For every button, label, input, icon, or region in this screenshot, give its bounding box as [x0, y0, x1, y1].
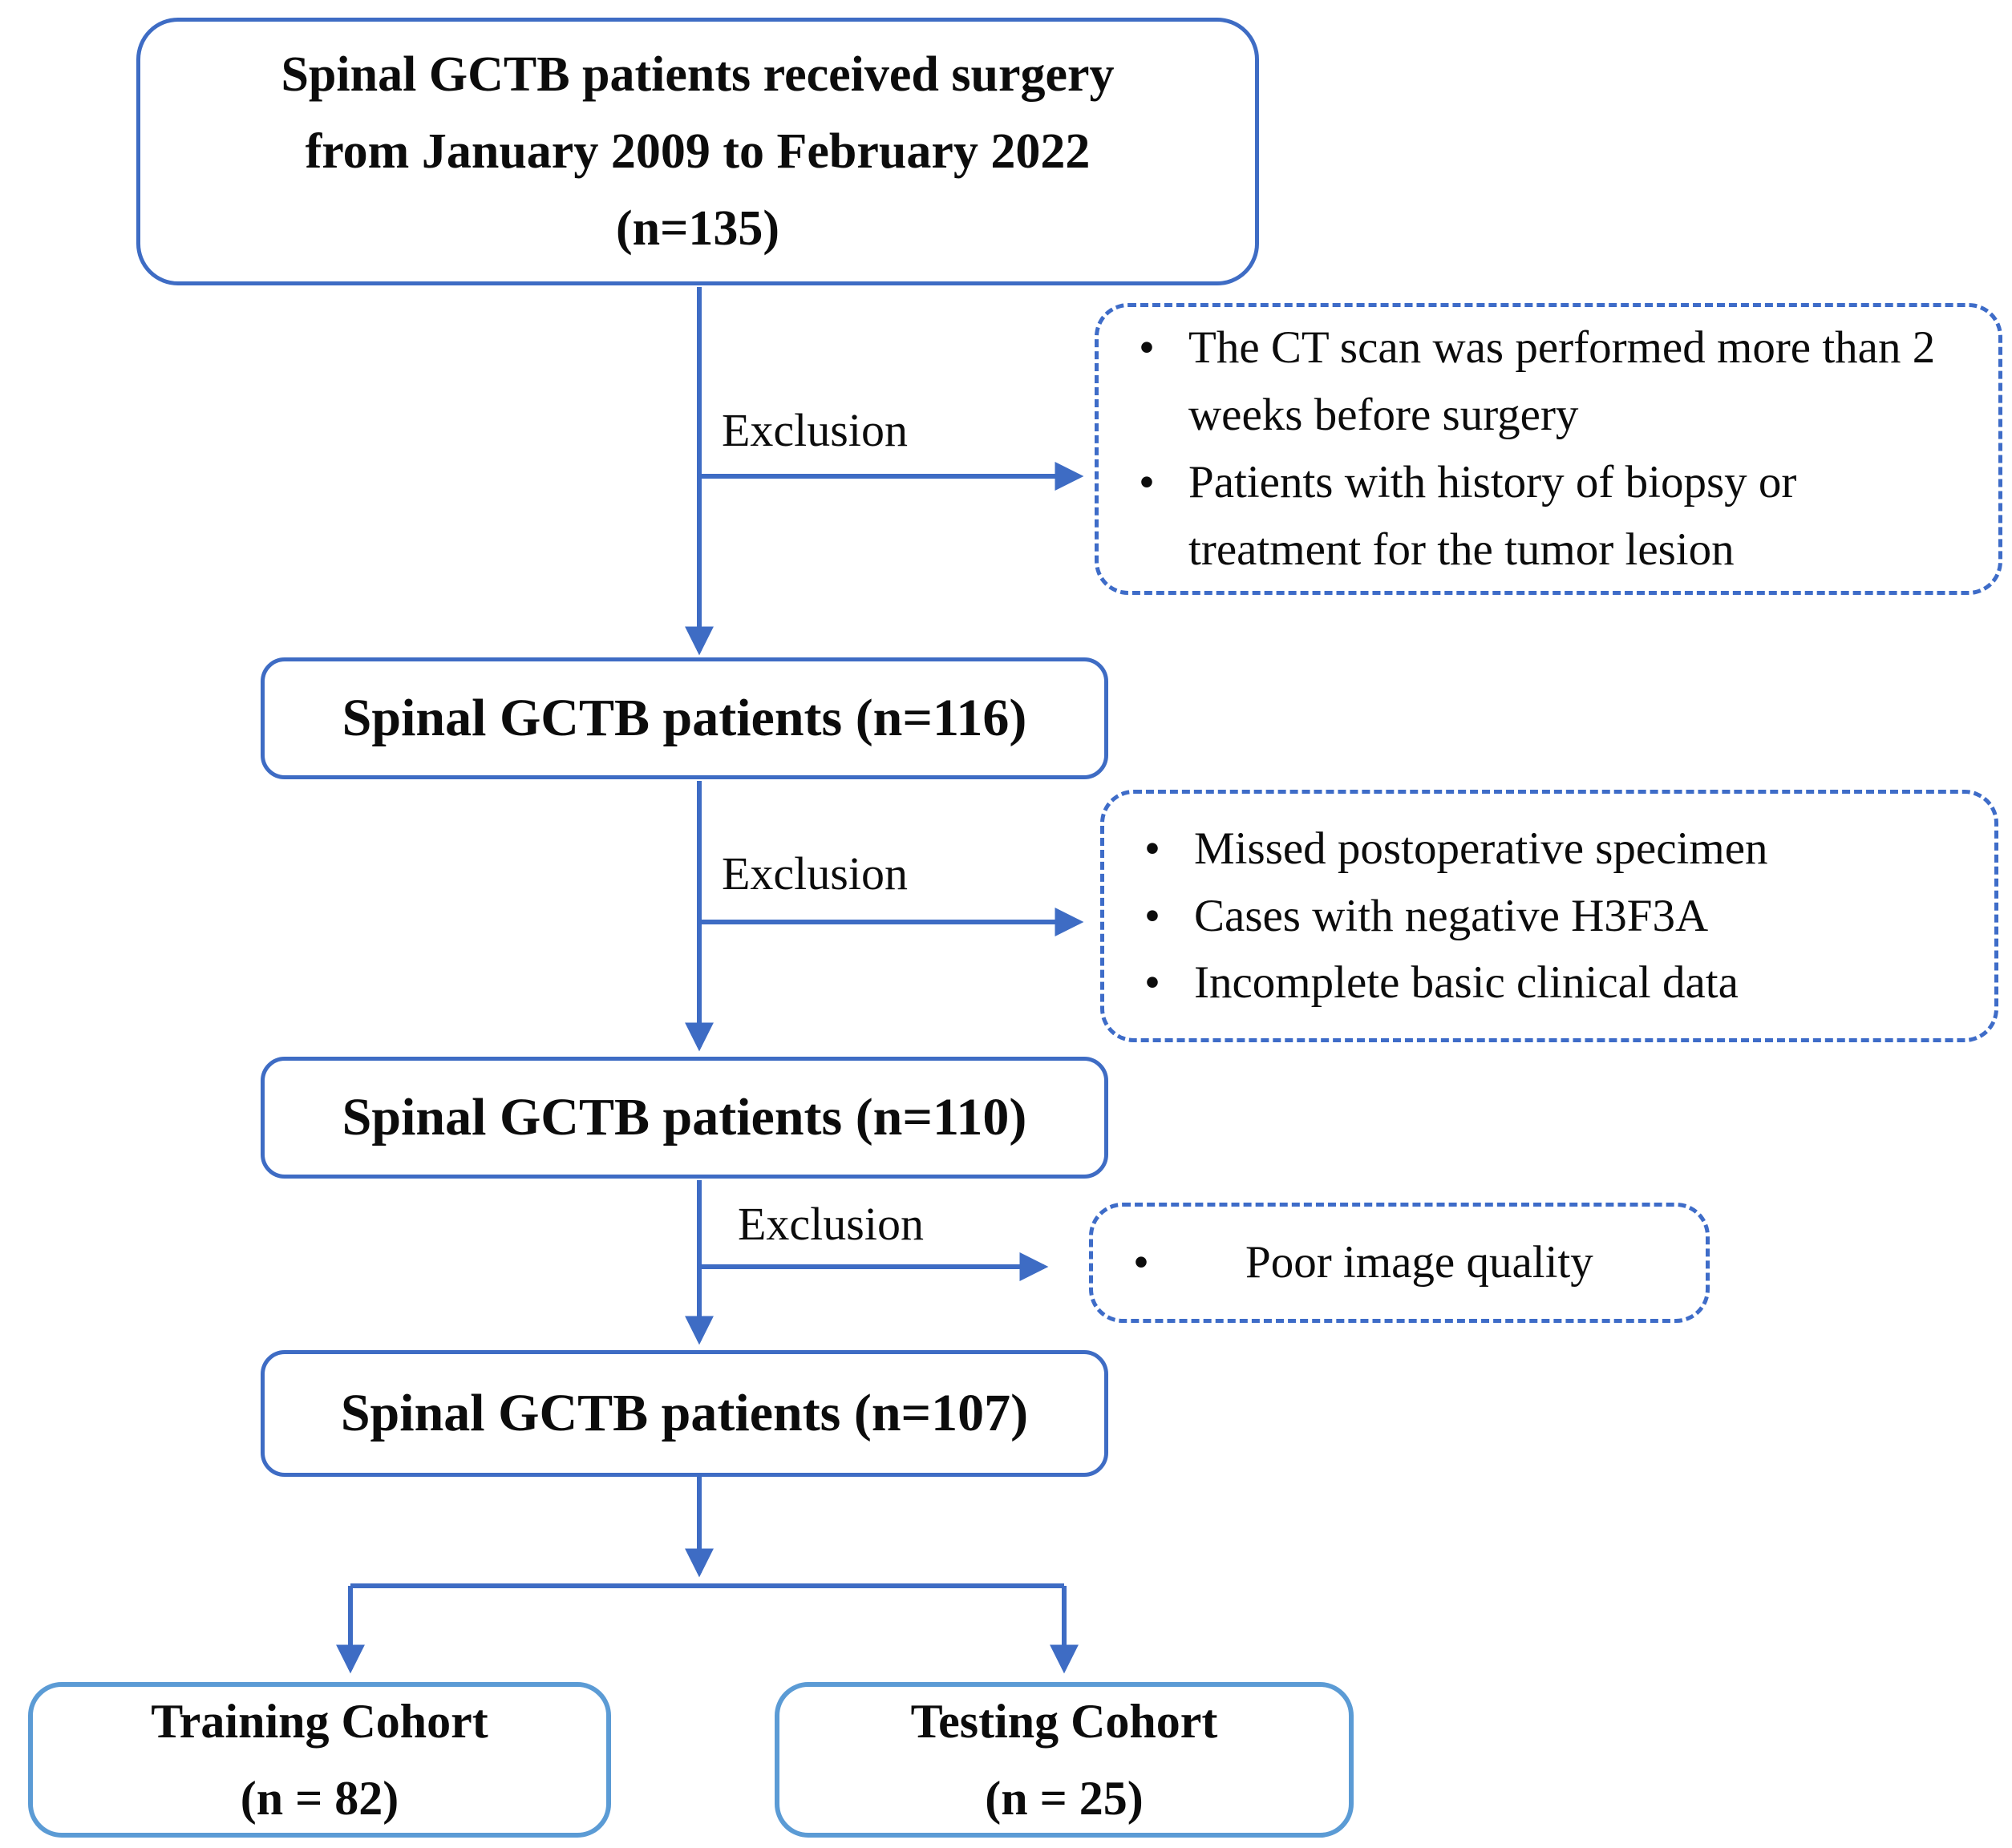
exclusion-label-3: Exclusion [738, 1198, 924, 1250]
exclusion-item: • Patients with history of biopsy or tre… [1132, 449, 1966, 584]
node-testing-cohort: Testing Cohort (n = 25) [775, 1682, 1354, 1838]
exclusion-item-text: Cases with negative H3F3A [1194, 890, 1709, 941]
node-n110: Spinal GCTB patients (n=110) [261, 1057, 1108, 1179]
bullet-icon: • [1144, 957, 1160, 1009]
exclusion-item-text: The CT scan was performed more than 2 we… [1188, 322, 1936, 441]
node-n116-label: Spinal GCTB patients (n=116) [342, 689, 1027, 748]
bullet-icon: • [1139, 322, 1155, 374]
node-testing-line2: (n = 25) [985, 1772, 1144, 1825]
node-n107-label: Spinal GCTB patients (n=107) [340, 1384, 1029, 1443]
node-n107: Spinal GCTB patients (n=107) [261, 1350, 1108, 1477]
exclusion-item-text: Poor image quality [1245, 1237, 1593, 1288]
exclusion-item: • Cases with negative H3F3A [1138, 883, 1962, 950]
node-start-line2: from January 2009 to February 2022 [305, 123, 1091, 179]
node-start-line1: Spinal GCTB patients received surgery [281, 47, 1115, 102]
bullet-icon: • [1133, 1237, 1149, 1288]
exclusion-item: • Missed postoperative specimen [1138, 815, 1962, 883]
node-training-line2: (n = 82) [240, 1772, 399, 1825]
node-start-line3: (n=135) [615, 201, 780, 257]
exclusion-item: • The CT scan was performed more than 2 … [1132, 314, 1966, 449]
bullet-icon: • [1144, 823, 1160, 874]
exclusion-item-text: Incomplete basic clinical data [1194, 957, 1739, 1009]
bullet-icon: • [1144, 890, 1160, 941]
node-n110-label: Spinal GCTB patients (n=110) [342, 1088, 1027, 1147]
exclusion-box-2: • Missed postoperative specimen • Cases … [1100, 790, 1998, 1042]
node-start-patients: Spinal GCTB patients received surgery fr… [136, 18, 1259, 285]
node-n116: Spinal GCTB patients (n=116) [261, 657, 1108, 779]
exclusion-item: • Incomplete basic clinical data [1138, 949, 1962, 1017]
node-training-line1: Training Cohort [151, 1695, 488, 1748]
node-training-cohort: Training Cohort (n = 82) [28, 1682, 611, 1838]
exclusion-box-3: • Poor image quality [1089, 1203, 1710, 1323]
exclusion-label-1: Exclusion [722, 404, 908, 456]
exclusion-item-text: Missed postoperative specimen [1194, 823, 1768, 874]
bullet-icon: • [1139, 457, 1155, 507]
exclusion-item-text: Patients with history of biopsy or treat… [1188, 457, 1797, 575]
exclusion-box-1: • The CT scan was performed more than 2 … [1095, 303, 2002, 595]
exclusion-item: • Poor image quality [1127, 1229, 1674, 1296]
exclusion-label-2: Exclusion [722, 847, 908, 900]
node-testing-line1: Testing Cohort [910, 1695, 1218, 1748]
